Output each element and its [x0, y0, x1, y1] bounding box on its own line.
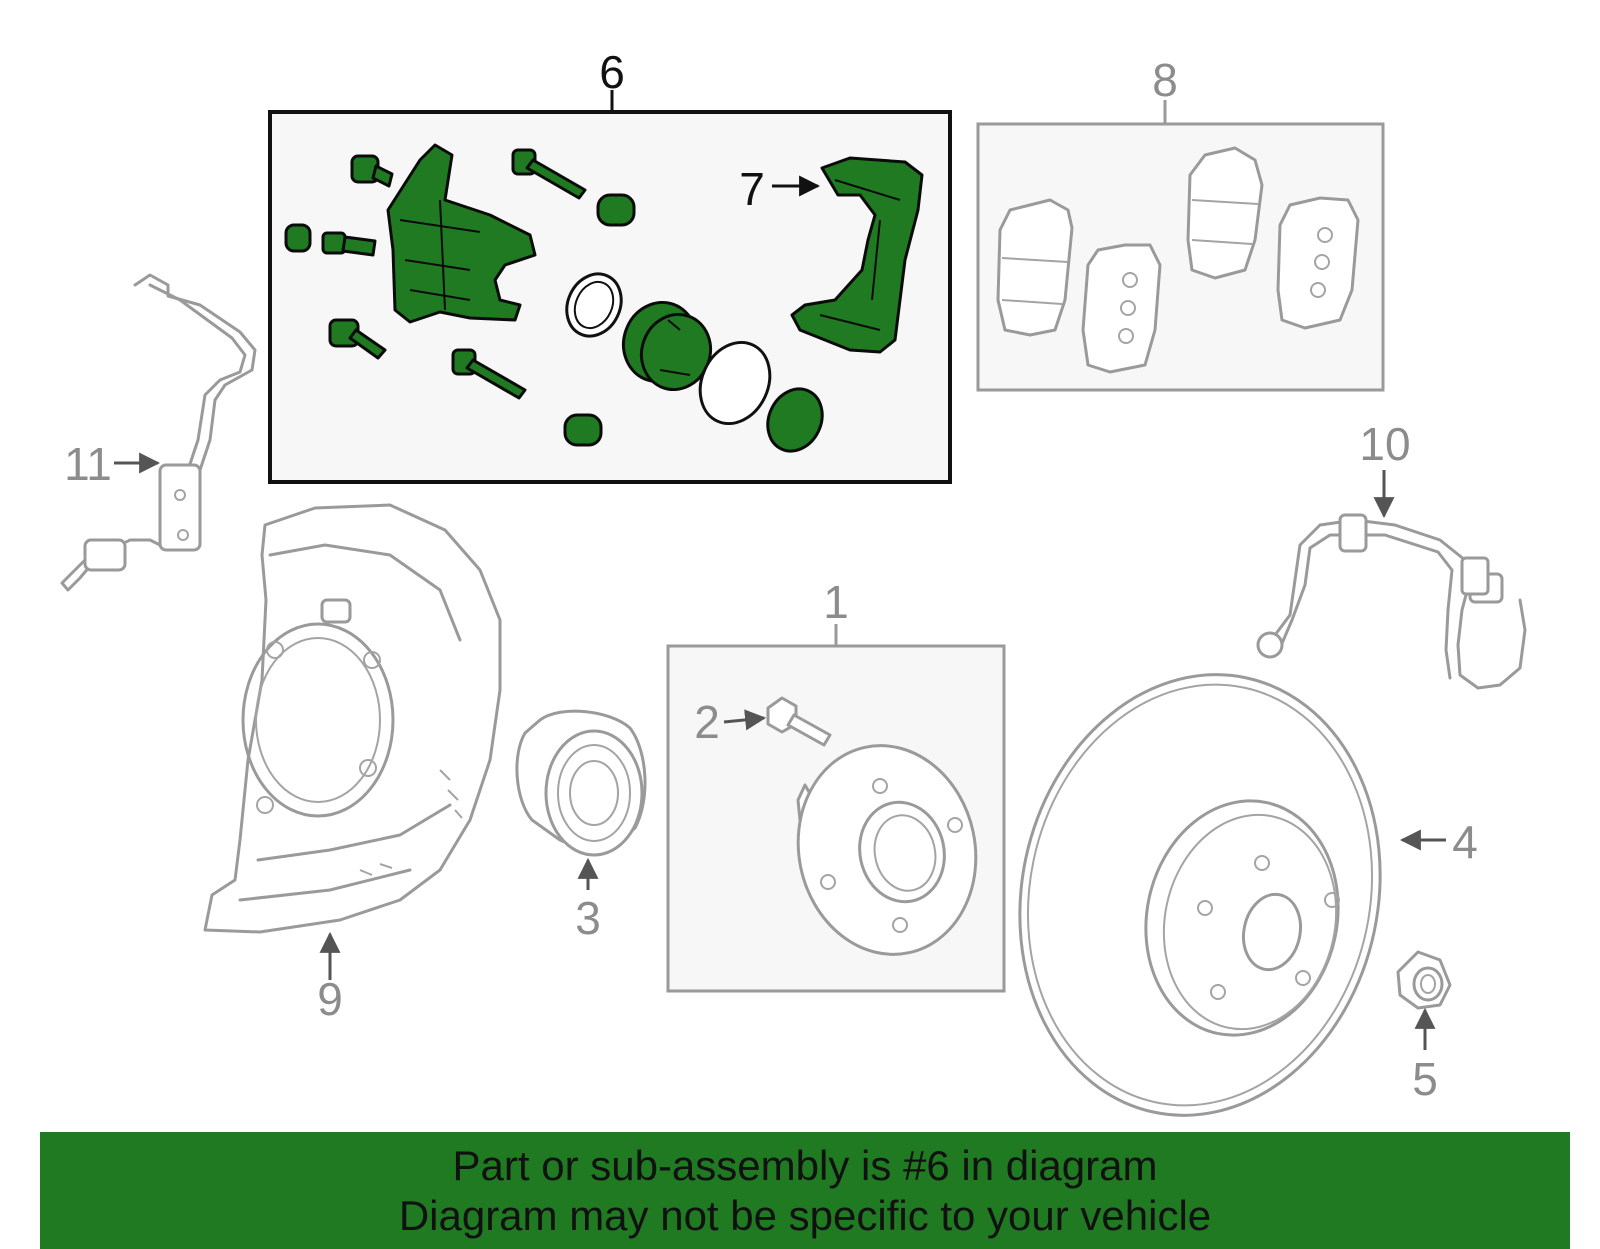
wheel-speed-sensor[interactable]: 11: [60, 273, 257, 592]
callout-2-arrow: [723, 709, 767, 731]
callout-11: 11: [64, 438, 112, 490]
callout-6: 6: [599, 46, 625, 98]
caliper-mounting-bracket: [790, 156, 924, 354]
callout-8: 8: [1152, 54, 1178, 106]
callout-7: 7: [739, 163, 765, 215]
caliper-bolt-lower: [328, 318, 387, 360]
brake-rotor[interactable]: 4: [980, 641, 1478, 1130]
guide-pin-lower: [451, 348, 527, 400]
piston: [622, 300, 712, 392]
dust-cap: [766, 387, 824, 453]
callout-9: 9: [317, 973, 343, 1025]
callout-4: 4: [1452, 816, 1478, 868]
caliper-housing: [386, 143, 537, 324]
brake-pad-4: [1276, 196, 1360, 330]
callout-10: 10: [1359, 418, 1410, 470]
caliper-assembly-group[interactable]: 6 7: [268, 46, 952, 484]
guide-pin-upper: [511, 148, 587, 200]
caliper-bolt-upper: [350, 154, 394, 188]
pin-boot-upper: [596, 193, 636, 227]
brake-pads-group[interactable]: 8: [976, 54, 1385, 392]
callout-5: 5: [1412, 1053, 1438, 1105]
hub-assembly-group[interactable]: 1 2: [666, 576, 1006, 993]
piston-boot-ring: [698, 340, 772, 426]
brake-pad-2: [1081, 243, 1162, 374]
wheel-bearing[interactable]: 3: [515, 709, 647, 944]
brake-hose[interactable]: 10: [1256, 418, 1527, 690]
pin-boot-lower: [563, 413, 603, 447]
callout-2: 2: [694, 696, 720, 748]
piston-seal: [565, 272, 623, 338]
banner-line-2: Diagram may not be specific to your vehi…: [398, 1191, 1212, 1239]
lug-nut[interactable]: 5: [1396, 950, 1452, 1105]
hub-bolt: [766, 696, 832, 747]
brake-parts-diagram: 6 7 8: [60, 46, 1527, 1130]
callout-1: 1: [823, 576, 849, 628]
hub-flange: [796, 744, 978, 956]
brake-pad-1: [996, 198, 1074, 337]
bleeder-screw: [321, 231, 377, 257]
bleeder-cap: [284, 223, 312, 253]
callout-3: 3: [575, 892, 601, 944]
brake-pad-3: [1186, 146, 1264, 280]
dust-shield[interactable]: 9: [203, 503, 502, 1025]
banner-line-1: Part or sub-assembly is #6 in diagram: [452, 1141, 1158, 1189]
diagram-note-banner: Part or sub-assembly is #6 in diagram Di…: [40, 1132, 1570, 1249]
